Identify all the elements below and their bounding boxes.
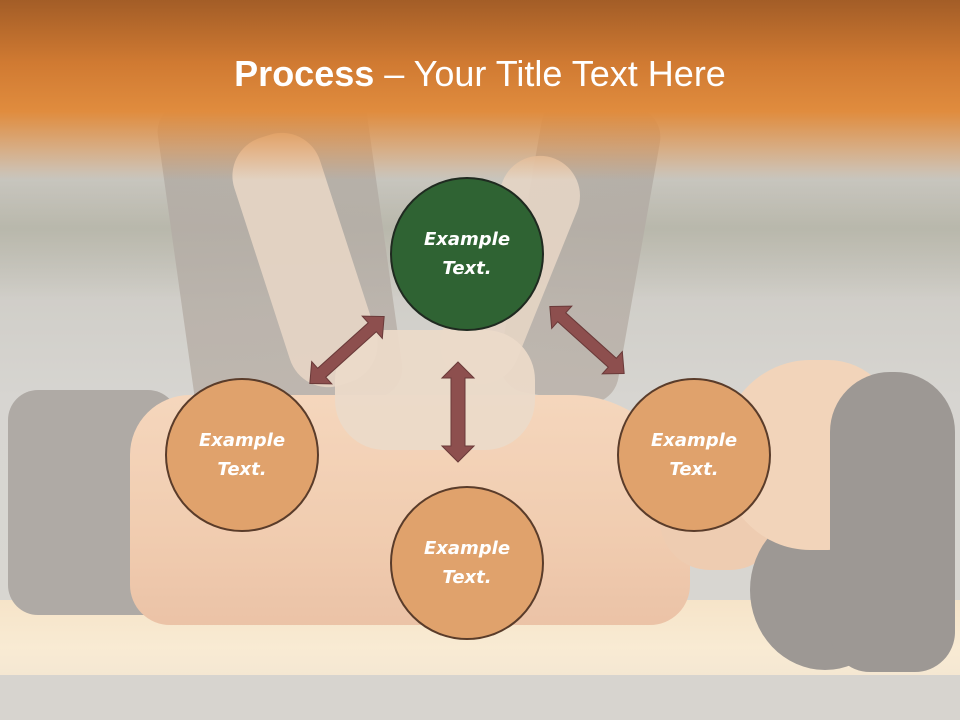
double-arrow-icon-top-right[interactable]: [540, 295, 634, 384]
double-arrow-icon-left-top[interactable]: [300, 305, 394, 394]
double-arrow-icon-vertical[interactable]: [440, 361, 476, 463]
node-text-line2: Text.: [669, 459, 719, 480]
title-banner: [0, 0, 960, 180]
node-text-line2: Text.: [217, 459, 267, 480]
background-road: [0, 675, 960, 720]
node-text-line2: Text.: [442, 258, 492, 279]
rescuer-hands: [335, 330, 535, 450]
node-text-line1: Example: [423, 538, 511, 559]
node-text-line1: Example: [198, 430, 286, 451]
node-text-line2: Text.: [442, 567, 492, 588]
mannequin-hair: [830, 372, 955, 672]
node-text-line1: Example: [650, 430, 738, 451]
node-text-line1: Example: [423, 229, 511, 250]
title-bold: Process: [234, 53, 375, 94]
slide-title[interactable]: Process – Your Title Text Here: [0, 50, 960, 98]
title-rest: – Your Title Text Here: [374, 53, 726, 94]
